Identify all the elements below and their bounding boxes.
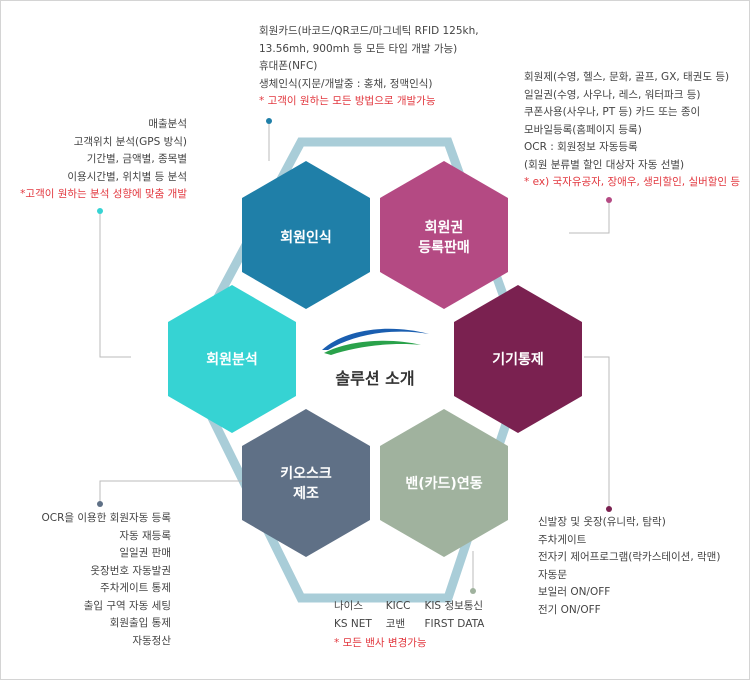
dot-kiosk <box>97 501 103 507</box>
hex-label-membership-1: 회원권 <box>425 220 464 236</box>
note-analysis: 매출분석 고객위치 분석(GPS 방식) 기간별, 금액별, 종목별 이용시간별… <box>20 116 187 204</box>
connector-dots <box>97 118 612 594</box>
connector-device <box>584 356 610 509</box>
hex-van-card: 밴(카드)연동 <box>380 409 508 557</box>
connector-kiosk <box>99 480 256 504</box>
hex-label-analysis: 회원분석 <box>206 352 258 368</box>
note-membership-line-5: OCR : 회원정보 자동등록 <box>524 141 638 153</box>
note-van-cell-6: FIRST DATA <box>424 617 485 630</box>
note-analysis-line-4: 이용시간별, 위치별 등 분석 <box>67 170 187 183</box>
hex-membership-sales: 회원권 등록판매 <box>380 161 508 309</box>
note-device-line-3: 전자키 제어프로그램(락카스테이션, 락맨) <box>538 551 721 563</box>
dot-membership <box>606 197 612 203</box>
dot-device <box>606 506 612 512</box>
hex-label-kiosk-2: 제조 <box>293 486 319 502</box>
dot-van <box>470 588 476 594</box>
note-membership-line-1: 회원제(수영, 헬스, 문화, 골프, GX, 태권도 등) <box>524 71 730 83</box>
hex-label-kiosk-1: 키오스크 <box>280 466 332 482</box>
note-van-cell-1: 나이스 <box>334 600 363 612</box>
note-membership: 회원제(수영, 헬스, 문화, 골프, GX, 태권도 등) 일일권(수영, 사… <box>524 69 740 192</box>
hex-label-membership-2: 등록판매 <box>418 240 470 256</box>
note-recognition-line-1: 회원카드(바코드/QR코드/마그네틱 RFID 125kh, <box>259 25 479 37</box>
note-kiosk-line-5: 주차게이트 통제 <box>100 582 171 594</box>
note-kiosk-line-8: 자동정산 <box>132 634 171 647</box>
hex-device-control: 기기통제 <box>454 285 582 433</box>
note-kiosk-line-6: 출입 구역 자동 세팅 <box>83 599 171 612</box>
note-recognition-line-2: 13.56mh, 900mh 등 모든 타입 개발 가능) <box>259 42 458 55</box>
center-title: 솔루션 소개 <box>335 369 414 388</box>
note-recognition-highlight: * 고객이 원하는 모든 방법으로 개발가능 <box>259 95 436 107</box>
note-membership-line-4: 모바일등록(홈페이지 등록) <box>524 123 642 136</box>
note-van-highlight: * 모든 밴사 변경가능 <box>334 637 427 649</box>
hex-kiosk: 키오스크 제조 <box>242 409 370 557</box>
note-van-cell-3: KIS 정보통신 <box>424 600 484 612</box>
note-device-line-1: 신발장 및 옷장(유니락, 탐락) <box>538 516 666 528</box>
connector-lines <box>99 121 610 591</box>
note-device-line-4: 자동문 <box>538 568 567 581</box>
note-membership-highlight: * ex) 국자유공자, 장애우, 생리할인, 실버할인 등 <box>524 176 741 188</box>
hex-label-device: 기기통제 <box>492 352 544 368</box>
hex-member-recognition: 회원인식 <box>242 161 370 309</box>
note-kiosk-line-7: 회원출입 통제 <box>109 617 171 629</box>
note-device-line-6: 전기 ON/OFF <box>538 603 601 616</box>
dot-analysis <box>97 208 103 214</box>
hex-label-van: 밴(카드)연동 <box>405 476 482 492</box>
note-recognition-line-3: 휴대폰(NFC) <box>259 60 318 72</box>
note-van-cell-5: 코밴 <box>385 617 406 630</box>
dot-recognition <box>266 118 272 124</box>
note-analysis-highlight: *고객이 원하는 분석 성향에 맞춤 개발 <box>20 188 187 200</box>
note-kiosk-line-2: 자동 재등록 <box>119 529 171 542</box>
note-kiosk-line-1: OCR을 이용한 회원자동 등록 <box>41 512 171 524</box>
note-kiosk-line-3: 일일권 판매 <box>119 547 171 559</box>
center-logo-icon <box>322 328 429 355</box>
note-membership-line-2: 일일권(수영, 사우나, 레스, 워터파크 등) <box>524 88 701 101</box>
note-analysis-line-3: 기간별, 금액별, 종목별 <box>86 153 187 165</box>
note-van: 나이스 KICC KIS 정보통신 KS NET 코밴 FIRST DATA <box>334 598 484 633</box>
note-device-line-5: 보일러 ON/OFF <box>538 586 611 598</box>
connector-analysis <box>99 211 131 358</box>
note-membership-line-3: 쿠폰사용(사우나, PT 등) 카드 또는 종이 <box>524 106 701 118</box>
note-membership-line-6: (회원 분류별 할인 대상자 자동 선별) <box>524 158 685 171</box>
note-device: 신발장 및 옷장(유니락, 탐락) 주차게이트 전자키 제어프로그램(락카스테이… <box>538 514 720 619</box>
note-van-cell-2: KICC <box>385 600 411 612</box>
note-kiosk-line-4: 옷장번호 자동발권 <box>90 564 171 577</box>
hex-label-recognition: 회원인식 <box>280 229 332 246</box>
note-recognition: 회원카드(바코드/QR코드/마그네틱 RFID 125kh, 13.56mh, … <box>259 23 479 111</box>
connector-membership <box>569 200 610 234</box>
hex-member-analysis: 회원분석 <box>168 285 296 433</box>
note-recognition-line-4: 생체인식(지문/개발중 : 홍채, 정맥인식) <box>259 77 433 90</box>
note-van-cell-4: KS NET <box>334 617 372 630</box>
note-analysis-line-2: 고객위치 분석(GPS 방식) <box>73 135 187 148</box>
note-kiosk: OCR을 이용한 회원자동 등록 자동 재등록 일일권 판매 옷장번호 자동발권… <box>41 510 171 650</box>
note-analysis-line-1: 매출분석 <box>148 118 187 130</box>
note-device-line-2: 주차게이트 <box>538 533 587 546</box>
